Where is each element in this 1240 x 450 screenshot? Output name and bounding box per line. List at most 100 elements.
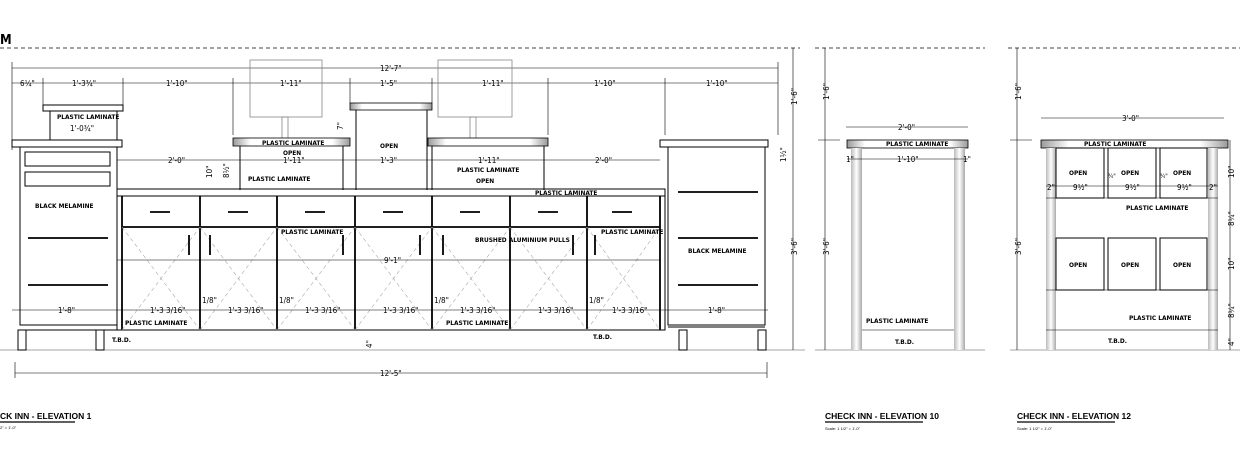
dim-label: 1'-10" — [706, 79, 728, 88]
dim-label: 1'-10" — [897, 155, 919, 164]
dim-label: 2'-0" — [595, 156, 612, 165]
dim-label: 3'-6" — [1014, 238, 1023, 255]
dim-label: ¾" — [1108, 173, 1116, 180]
material-label: PLASTIC LAMINATE — [886, 140, 948, 148]
dim-label: 2'-0" — [898, 123, 915, 132]
dim-label: 1'-3 3/16" — [305, 306, 340, 315]
dim-label: 10" — [1227, 258, 1236, 270]
material-label: OPEN — [1069, 169, 1087, 177]
material-label: BLACK MELAMINE — [35, 202, 94, 210]
dim-label: 1'-3" — [380, 156, 397, 165]
elevation-1: 12'-7" 6¼" 1'-3¾" 1'-10" 1'-11" 1'-5" 1'… — [0, 47, 805, 430]
material-label: PLASTIC LAMINATE — [1129, 314, 1191, 322]
dim-label: 1/8" — [589, 296, 604, 305]
dim-label: 1/8" — [434, 296, 449, 305]
dim-label: 2" — [1047, 183, 1055, 192]
dim-label: 1'-11" — [478, 156, 500, 165]
dim-label: 1'-3 3/16" — [228, 306, 263, 315]
dim-label: 2" — [1209, 183, 1217, 192]
monitor-left — [249, 59, 323, 118]
material-label: OPEN — [380, 142, 398, 150]
dim-label: 9½" — [1177, 183, 1192, 192]
elevation-10: 1'-6" 3'-6" 2'-0" PLASTIC LAMINATE 1'-10… — [815, 47, 985, 431]
dim-label: 4" — [365, 340, 374, 348]
material-label: OPEN — [1173, 261, 1191, 269]
material-label: BRUSHED ALUMINIUM PULLS — [475, 236, 570, 244]
dim-label: 1'-8" — [708, 306, 725, 315]
material-label: OPEN — [1069, 261, 1087, 269]
dim-label: 1'-6" — [790, 88, 799, 105]
dim-label: 3'-6" — [822, 238, 831, 255]
dim-label: 1'-11" — [482, 79, 504, 88]
elevation-caption: CHECK INN - ELEVATION 12 — [1017, 411, 1131, 421]
material-label: PLASTIC LAMINATE — [57, 113, 119, 121]
scale-note: Scale: 1 1/2" = 1'-0" — [825, 426, 861, 431]
dim-label: 9½" — [1125, 183, 1140, 192]
dim-label: 1/8" — [279, 296, 294, 305]
material-label: T.B.D. — [112, 336, 131, 344]
material-label: PLASTIC LAMINATE — [281, 228, 343, 236]
dim-label: 1½" — [779, 147, 788, 162]
dim-label: 1'-3 3/16" — [150, 306, 185, 315]
material-label: PLASTIC LAMINATE — [446, 319, 508, 327]
dim-label: 2'-0" — [168, 156, 185, 165]
dim-label: 1'-11" — [280, 79, 302, 88]
dim-label: 3'-0" — [1122, 114, 1139, 123]
material-label: T.B.D. — [895, 338, 914, 346]
material-label: OPEN — [476, 177, 494, 185]
monitor-right — [437, 59, 513, 118]
dim-label: 9½" — [1073, 183, 1088, 192]
dim-label: 1'-10" — [594, 79, 616, 88]
scale-note: 2" = 1'-0" — [0, 425, 17, 430]
elevation-12: 1'-6" 3'-6" 3'-0" PLASTIC LAMINATE OPEN … — [1008, 47, 1240, 431]
dim-label: 3'-6" — [790, 238, 799, 255]
dim-label: 1'-3 3/16" — [612, 306, 647, 315]
dim-label: 1'-6" — [1014, 83, 1023, 100]
dim-label: 4" — [1227, 338, 1236, 346]
dim-label: 1'-3 3/16" — [383, 306, 418, 315]
dim-label: 1/8" — [202, 296, 217, 305]
dim-label: ¾" — [1160, 173, 1168, 180]
dim-label: 8¼" — [1227, 211, 1236, 226]
sheet-title: M — [0, 33, 12, 48]
dim-label: 1'-11" — [283, 156, 305, 165]
material-label: BLACK MELAMINE — [688, 247, 747, 255]
dim-label: 1" — [846, 155, 854, 164]
door-swing-lines — [121, 226, 661, 331]
dim-label: 1'-3 3/16" — [538, 306, 573, 315]
material-label: OPEN — [1173, 169, 1191, 177]
material-label: PLASTIC LAMINATE — [601, 228, 663, 236]
scale-note: Scale: 1 1/2" = 1'-0" — [1017, 426, 1053, 431]
dim-label: 1'-3 3/16" — [460, 306, 495, 315]
material-label: PLASTIC LAMINATE — [457, 166, 519, 174]
dim-label: 1'-6" — [822, 83, 831, 100]
material-label: PLASTIC LAMINATE — [262, 139, 324, 147]
material-label: PLASTIC LAMINATE — [866, 317, 928, 325]
dim-label: 1" — [963, 155, 971, 164]
dim-overall-bottom: 12'-5" — [380, 369, 402, 378]
elevation-caption: CHECK INN - ELEVATION 10 — [825, 411, 939, 421]
dim-overall-top: 12'-7" — [380, 64, 402, 73]
material-label: PLASTIC LAMINATE — [1126, 204, 1188, 212]
material-label: PLASTIC LAMINATE — [125, 319, 187, 327]
dim-label: 1'-10" — [166, 79, 188, 88]
elevation-caption: CK INN - ELEVATION 1 — [0, 411, 92, 421]
material-label: T.B.D. — [1108, 337, 1127, 345]
dim-label: 7" — [336, 122, 345, 130]
material-label: OPEN — [1121, 261, 1139, 269]
dim-label: 8½" — [222, 163, 231, 178]
material-label: PLASTIC LAMINATE — [1084, 140, 1146, 148]
material-label: PLASTIC LAMINATE — [248, 175, 310, 183]
dim-label: 9'-1" — [384, 256, 401, 265]
dim-label: 1'-3¾" — [72, 79, 96, 88]
dim-label: 1'-8" — [58, 306, 75, 315]
material-label: OPEN — [283, 149, 301, 157]
material-label: PLASTIC LAMINATE — [535, 189, 597, 197]
dim-label: 8¼" — [1227, 303, 1236, 318]
dim-label: 10" — [1227, 166, 1236, 178]
dim-label: 10" — [205, 166, 214, 178]
material-label: OPEN — [1121, 169, 1139, 177]
dim-label: 1'-0¾" — [70, 124, 94, 133]
